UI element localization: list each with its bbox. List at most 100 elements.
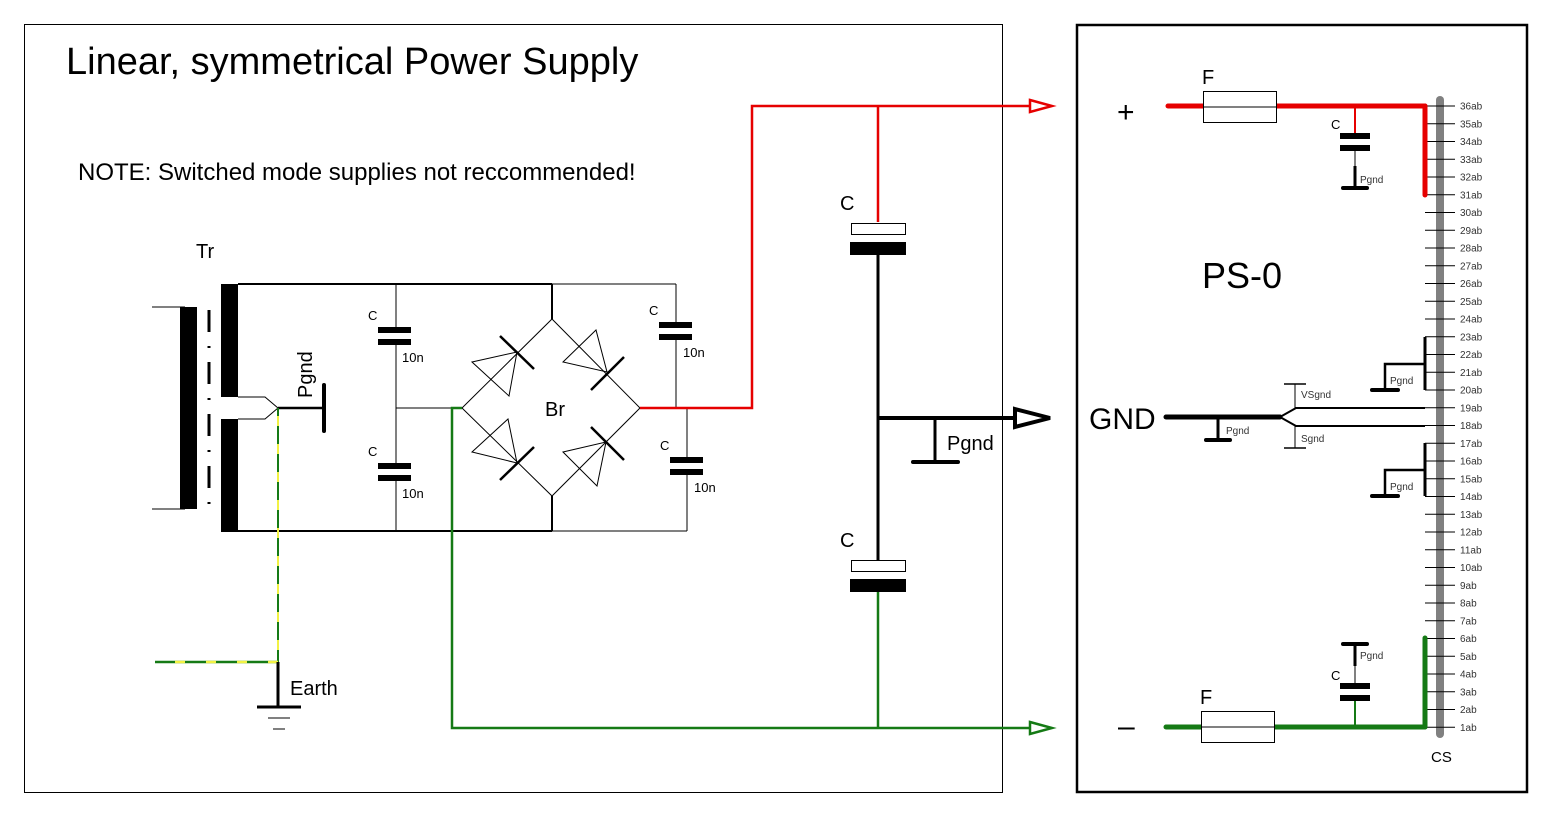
connector-pin-label: 18ab [1460,421,1483,432]
connector-pin: 11ab [1425,545,1482,556]
midpoint-ground-wire: Pgnd [878,406,1051,464]
connector-pin-label: 10ab [1460,563,1483,574]
connector-pin: 2ab [1425,705,1477,716]
connector-pin: 29ab [1425,226,1483,237]
connector-pin-label: 28ab [1460,244,1483,255]
connector-pin-label: 15ab [1460,474,1483,485]
diode-bottom-left [470,418,535,481]
svg-text:C: C [840,193,854,215]
connector-pin: 6ab [1425,634,1477,645]
transformer-secondary-lower [221,419,238,532]
connector-pin: 9ab [1425,581,1477,592]
connector-pin-label: 8ab [1460,599,1477,610]
negative-rail-wire [450,406,1057,736]
connector-pin: 36ab [1425,102,1483,113]
connector-pin: 28ab [1425,244,1483,255]
connector-pin: 18ab [1425,421,1483,432]
connector-pin-label: 33ab [1460,155,1483,166]
connector-pin: 20ab [1425,386,1483,397]
decoupling-cap-positive: C Pgnd [1331,106,1383,190]
connector-pin-label: 25ab [1460,297,1483,308]
connector-pin: 5ab [1425,652,1477,663]
connector-pin: 4ab [1425,670,1477,681]
positive-rail-wire [640,98,1057,410]
left-panel-frame [24,24,1003,793]
svg-text:Pgnd: Pgnd [1390,376,1413,387]
connector-pin-label: 35ab [1460,119,1483,130]
connector-pin: 33ab [1425,155,1483,166]
fuse-positive: F [1202,67,1277,123]
connector-pin-label: 1ab [1460,723,1477,734]
connector-pin-label: 23ab [1460,332,1483,343]
svg-text:Pgnd: Pgnd [1390,482,1413,493]
connector-pin: 30ab [1425,208,1483,219]
connector-pin: 1ab [1425,723,1477,734]
svg-text:C: C [368,444,377,459]
connector-pin-label: 7ab [1460,616,1477,627]
earth-label: Earth [290,678,338,700]
svg-text:10n: 10n [402,486,424,501]
connector-pin-label: 13ab [1460,510,1483,521]
connector-pin: 12ab [1425,528,1483,539]
connector-pin-label: 4ab [1460,670,1477,681]
midpoint-pgnd-label: Pgnd [947,433,994,455]
connector-pin-label: 2ab [1460,705,1477,716]
connector-pin-label: 36ab [1460,102,1483,113]
connector-pin-label: 17ab [1460,439,1483,450]
svg-text:Pgnd: Pgnd [1360,651,1383,662]
svg-text:10n: 10n [683,345,705,360]
ground-input-label: GND [1089,403,1156,436]
connector-pin-label: 11ab [1460,545,1482,556]
connector-pin-label: 34ab [1460,137,1483,148]
connector-pin-label: 16ab [1460,457,1483,468]
bridge-rectifier: Br [461,284,641,531]
center-tap-pgnd-label: Pgnd [295,351,317,398]
connector-pin-label: 3ab [1460,687,1477,698]
diagram-title: Linear, symmetrical Power Supply [66,41,638,83]
connector-pin: 25ab [1425,297,1483,308]
connector-pin-label: 24ab [1460,315,1483,326]
module-name: PS-0 [1202,255,1282,296]
diode-top-right [561,329,625,391]
connector-pin-label: 19ab [1460,403,1483,414]
connector-pin: 8ab [1425,599,1477,610]
pgnd-group-upper: Pgnd [1370,337,1427,392]
svg-text:Pgnd: Pgnd [1360,175,1383,186]
transformer-primary-winding [180,307,197,509]
svg-text:C: C [1331,117,1340,132]
bridge-label: Br [545,399,565,421]
decoupling-cap-negative: C Pgnd [1331,642,1383,727]
connector-pin-label: 27ab [1460,261,1483,272]
connector-pin: 31ab [1425,190,1483,201]
connector-pin: 3ab [1425,687,1477,698]
connector-pin: 19ab [1425,403,1483,414]
diode-top-left [470,335,535,397]
connector-pin: 17ab [1425,439,1483,450]
snubber-cap-2: C 10n [368,444,424,501]
filter-cap-lower: C [840,530,906,592]
transformer: Tr [152,241,279,532]
svg-text:10n: 10n [694,480,716,495]
svg-text:C: C [368,308,377,323]
connector-pin-label: 5ab [1460,652,1477,663]
connector-pin: 21ab [1425,368,1483,379]
transformer-label: Tr [196,241,214,263]
ground-output-arrow [1013,406,1051,430]
connector-pin: 22ab [1425,350,1483,361]
pgnd-group-lower: Pgnd [1370,443,1427,498]
connector-pin: 27ab [1425,261,1483,272]
connector-label: CS [1431,749,1452,766]
sgnd-label: Sgnd [1301,434,1324,445]
earth-wire [155,408,279,664]
ground-input-wire: Pgnd VSgnd Sgnd [1163,383,1425,449]
connector-pin-label: 29ab [1460,226,1483,237]
positive-output-arrow [1028,98,1057,114]
connector-pin-label: 12ab [1460,528,1483,539]
vsgnd-label: VSgnd [1301,390,1331,401]
connector-pin: 34ab [1425,137,1483,148]
connector-pin-label: 9ab [1460,581,1477,592]
connector-pin: 24ab [1425,315,1483,326]
connector-pin: 13ab [1425,510,1483,521]
diode-bottom-right [562,426,625,488]
